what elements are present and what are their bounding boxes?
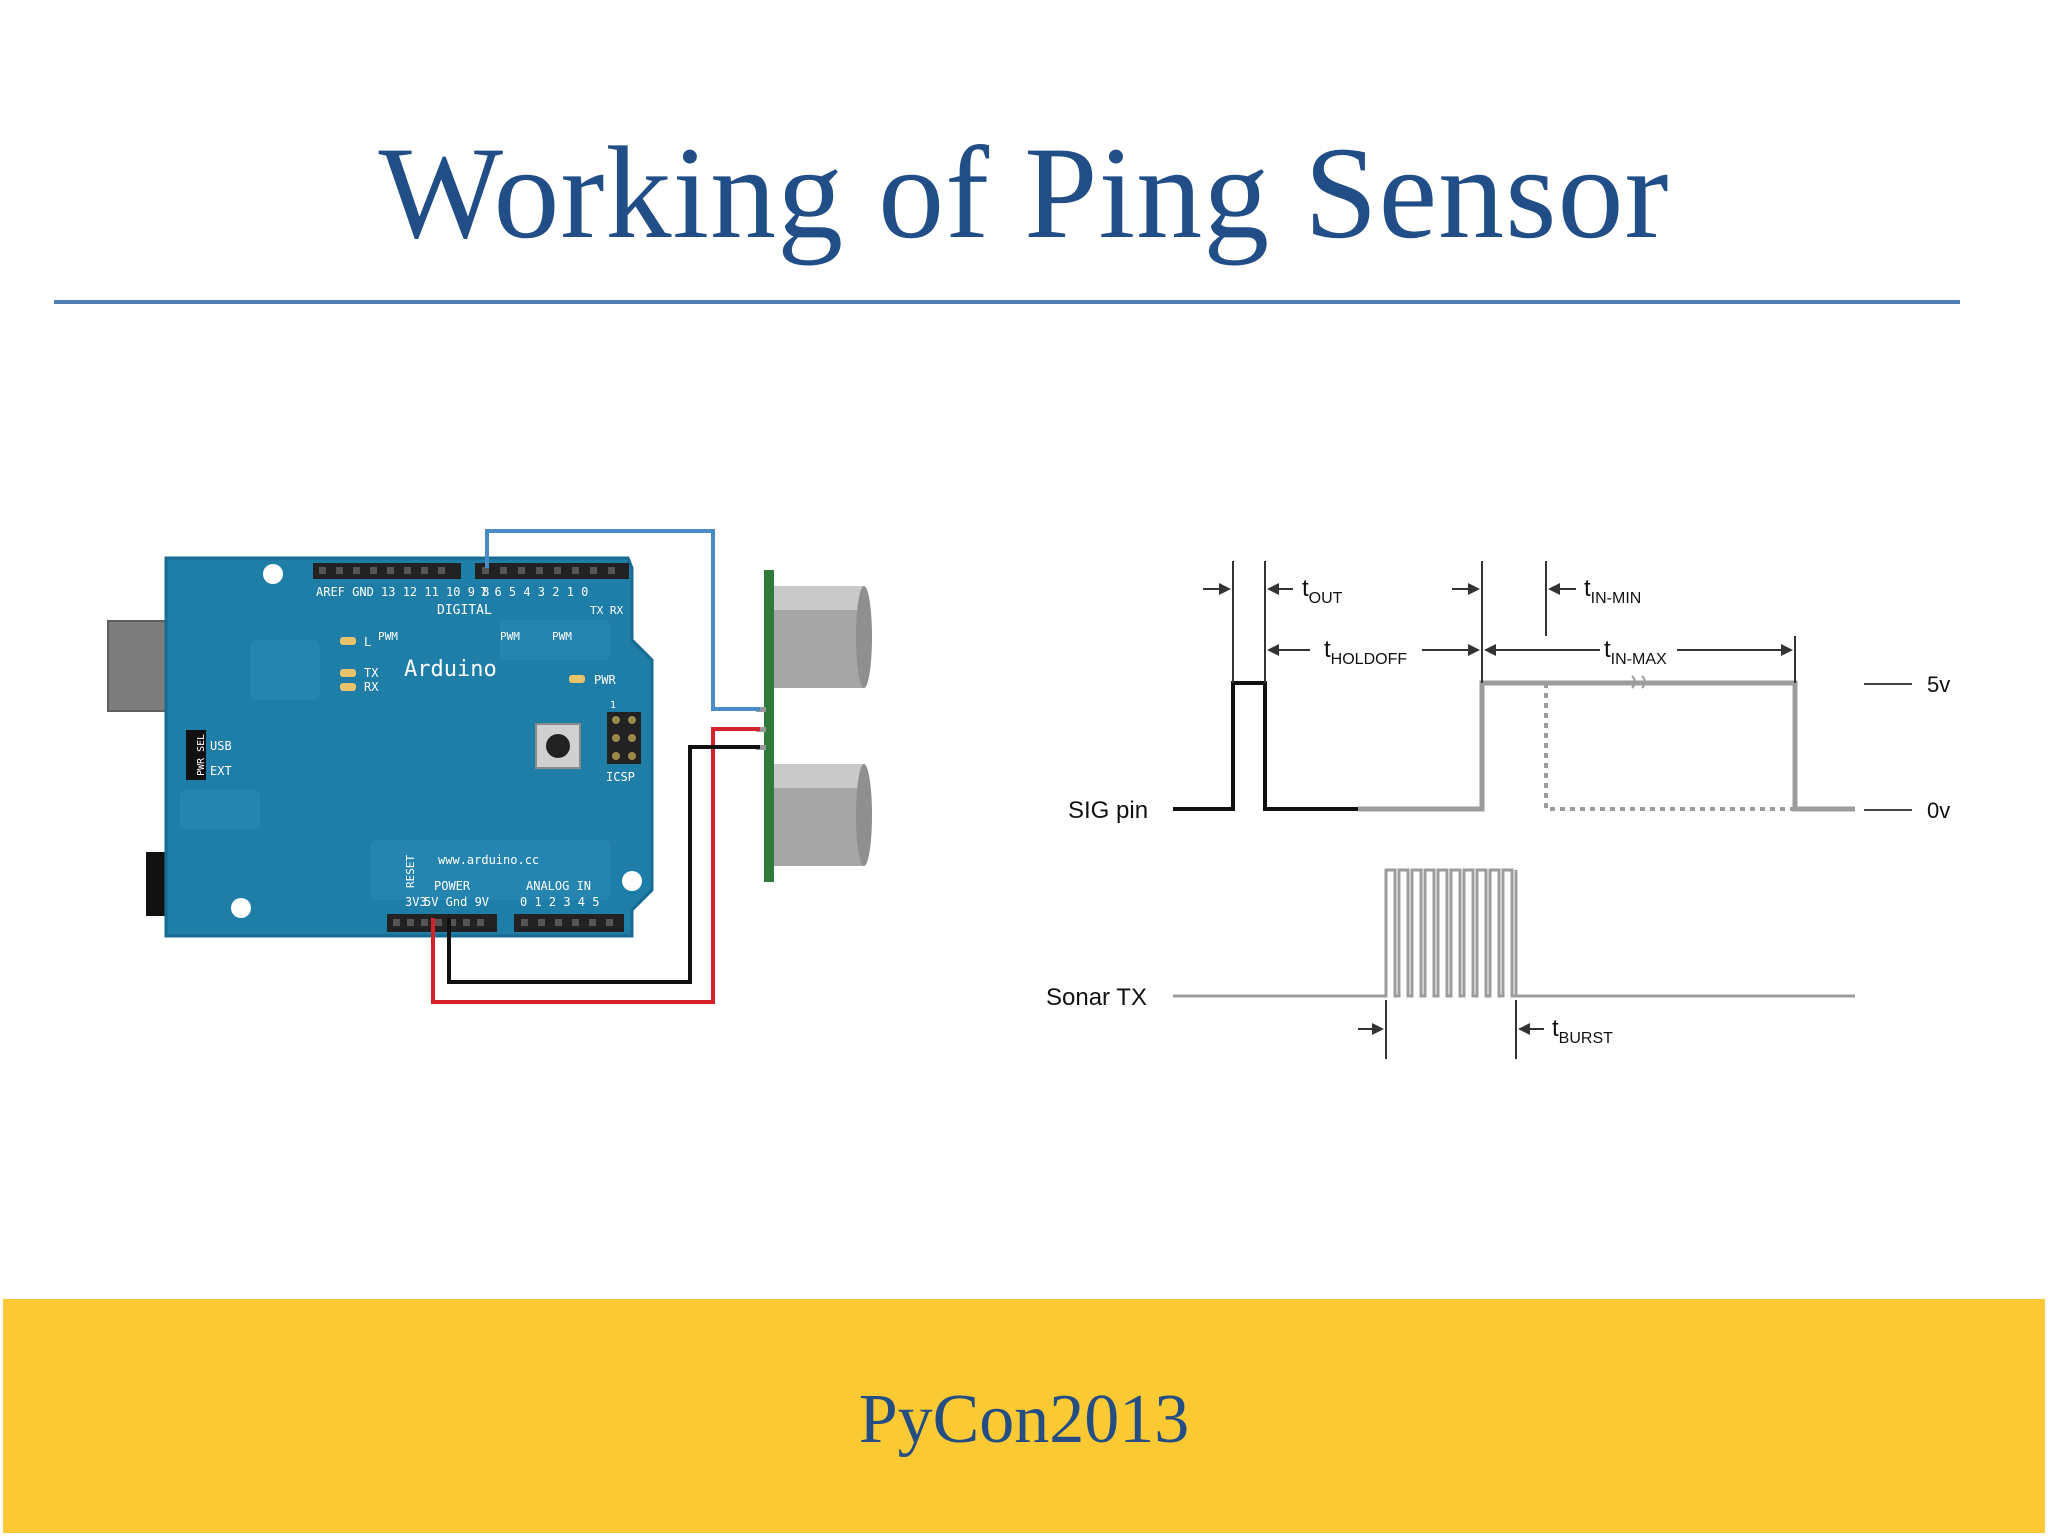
sensor-pin (756, 727, 766, 732)
arduino-url: www.arduino.cc (438, 853, 539, 867)
arduino-brand: Arduino (404, 657, 497, 682)
led-tx-label: TX (364, 666, 379, 680)
slide-diagram: AREF GND 13 12 11 10 9 8 7 6 5 4 3 2 1 0… (107, 529, 1950, 1059)
dimension-lines (1203, 561, 1796, 1059)
sonar-tx-label: Sonar TX (1046, 984, 1147, 1011)
reset-label: RESET (404, 855, 417, 888)
board-trace (500, 620, 610, 660)
pwm-label: PWM (552, 630, 572, 643)
led-rx-label: RX (364, 680, 379, 694)
sensor-pcb (764, 570, 774, 882)
icsp-header (607, 712, 641, 764)
signal-wire (485, 529, 760, 711)
mounting-hole (263, 564, 283, 584)
pwr-label: PWR (594, 673, 616, 687)
break-mark (1631, 675, 1646, 689)
timing-diagram: SIG pin Sonar TX 5v 0v (1046, 561, 1950, 1059)
txrx-label: TX RX (590, 604, 623, 617)
t-in-min-label: tIN-MIN (1584, 575, 1641, 607)
reset-button-cap (546, 734, 570, 758)
board-trace (250, 640, 320, 700)
analog-label: ANALOG IN (526, 879, 591, 893)
icsp-label: ICSP (606, 770, 635, 784)
footer-band (3, 1299, 2045, 1533)
t-out-label: tOUT (1302, 575, 1343, 607)
board-trace (370, 840, 610, 900)
footer-text: PyCon2013 (858, 1381, 1190, 1458)
sig-trigger-pulse (1173, 681, 1358, 811)
mounting-hole (231, 898, 251, 918)
t-holdoff-label: tHOLDOFF (1324, 636, 1407, 668)
digital-label: DIGITAL (437, 603, 492, 618)
ping-sensor-illustration (756, 570, 872, 882)
usb-label: USB (210, 739, 232, 753)
power-pin-labels: 5V Gnd 9V (424, 895, 489, 909)
t-in-max-label: tIN-MAX (1604, 636, 1667, 668)
t-burst-label: tBURST (1552, 1015, 1613, 1047)
pwr-sel-jumper (186, 730, 206, 780)
pin-label-row: AREF GND 13 12 11 10 9 8 (316, 585, 489, 599)
led-tx (340, 669, 356, 677)
pin-label-row-2: 7 6 5 4 3 2 1 0 (480, 585, 588, 599)
ext-label: EXT (210, 764, 232, 778)
led-rx (340, 683, 356, 691)
pwm-label: PWM (378, 630, 398, 643)
sensor-transducer (774, 764, 872, 866)
power-wire (431, 727, 760, 1004)
analog-pin-labels: 0 1 2 3 4 5 (520, 895, 599, 909)
sig-pin-label: SIG pin (1068, 797, 1148, 824)
level-5v-label: 5v (1927, 672, 1950, 697)
sig-echo-pulse (1358, 680, 1855, 812)
mounting-hole (622, 871, 642, 891)
power-header (387, 914, 624, 932)
arduino-board-illustration: AREF GND 13 12 11 10 9 8 7 6 5 4 3 2 1 0… (107, 556, 654, 938)
dimension-arrowheads (1219, 583, 1793, 1035)
sensor-pin (756, 707, 766, 712)
title-divider (54, 300, 1960, 304)
sig-echo-min-dashed (1544, 683, 1795, 811)
sensor-pin (756, 745, 766, 750)
v33-label: 3V3 (405, 895, 427, 909)
sensor-transducer (774, 586, 872, 688)
icsp-number: 1 (610, 700, 616, 711)
ground-wire (447, 745, 760, 984)
level-0v-label: 0v (1927, 798, 1950, 823)
sonar-tx-signal (1173, 868, 1855, 998)
board-trace (180, 790, 260, 830)
pwm-label: PWM (500, 630, 520, 643)
digital-header (313, 563, 629, 579)
led-pwr (569, 675, 585, 683)
led-l (340, 637, 356, 645)
pwr-sel-label: PWR SEL (196, 734, 207, 776)
slide-title: Working of Ping Sensor (378, 119, 1670, 266)
power-label: POWER (434, 879, 471, 893)
wiring (431, 529, 760, 1004)
led-l-label: L (364, 635, 371, 649)
